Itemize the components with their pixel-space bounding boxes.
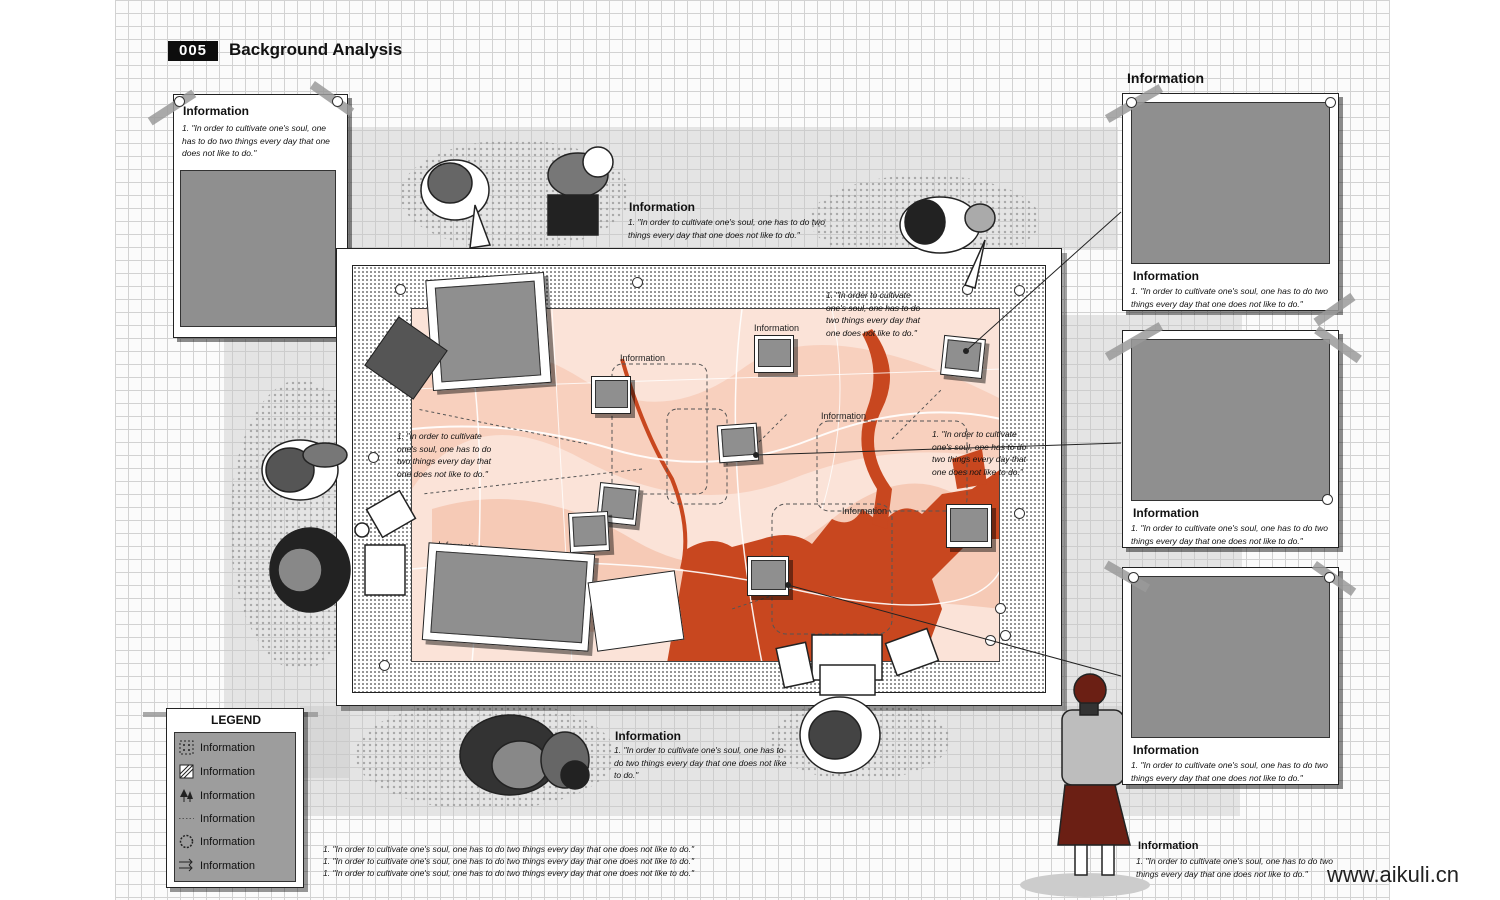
bottom-info-title: Information [615,729,681,743]
section-number: 005 [168,41,218,61]
pin [995,603,1006,614]
pin [1014,508,1025,519]
photo-placeholder [944,339,982,372]
pin [1325,97,1336,108]
legend-item: Information [179,788,255,803]
legend-label: Information [200,812,256,825]
info-card-right-2: Information 1. "In order to cultivate on… [1122,330,1339,548]
legend-item: Information [179,811,255,826]
photo-frame-wide [421,542,596,652]
legend-item: Information [179,834,255,849]
photo-placeholder [758,339,791,367]
pin [332,96,343,107]
dotted-circle-icon [179,834,194,849]
photo-placeholder [572,515,607,547]
arrows-icon [179,858,193,872]
info-card-text: 1. "In order to cultivate one's soul, on… [1131,760,1328,783]
map-note-left: 1. "In order to cultivate one's soul, on… [397,431,492,479]
bottom-right-info-text: 1. "In order to cultivate one's soul, on… [1136,856,1333,879]
photo-placeholder [1131,339,1330,501]
top-info-text: 1. "In order to cultivate one's soul, on… [628,217,825,240]
map-label: Information [842,506,888,516]
legend-item: Information [179,764,255,779]
pin [395,284,406,295]
photo-frame-small [567,510,611,554]
photo-placeholder [751,560,786,590]
info-card-title: Information [1133,743,1199,757]
watermark: www.aikuli.cn [1327,862,1460,887]
photo-frame-small [591,376,631,414]
photo-placeholder [720,426,756,458]
photo-placeholder [595,380,628,408]
pin [1126,97,1137,108]
info-card-right-1: Information 1. "In order to cultivate on… [1122,93,1339,311]
photo-placeholder [430,550,588,644]
info-card-text: 1. "In order to cultivate one's soul, on… [1131,286,1328,309]
pin [379,660,390,671]
photo-placeholder [180,170,336,327]
info-card-title: Information [1133,506,1199,520]
stipple-shadow [770,700,950,780]
hatched-square-icon [179,764,194,779]
blank-paper [587,570,685,652]
pin [985,635,996,646]
photo-frame-large [425,271,552,392]
pin [1322,494,1333,505]
photo-frame-small [940,334,986,380]
photo-frame-small [747,556,789,596]
pin [1014,285,1025,296]
pin [632,277,643,288]
stipple-shadow [400,140,630,250]
pin [174,96,185,107]
map-label: Information [754,323,800,333]
info-card-text: 1. "In order to cultivate one's soul, on… [182,123,330,158]
bottom-right-info-title: Information [1138,840,1199,852]
info-card-title: Information [183,104,249,118]
map-label: Information [821,411,867,421]
legend-label: Information [200,765,256,778]
photo-frame-small [946,504,992,548]
photo-placeholder [1131,102,1330,264]
bottom-info-text: 1. "In order to cultivate one's soul, on… [614,745,787,780]
info-card-title: Information [1133,269,1199,283]
info-card-left: Information 1. "In order to cultivate on… [173,94,348,338]
legend-label: Information [200,859,256,872]
pin [1324,572,1335,583]
dotted-square-icon [179,740,194,755]
photo-placeholder [950,508,988,542]
bottom-line: 1. "In order to cultivate one's soul, on… [323,856,695,866]
info-card-right-3: Information 1. "In order to cultivate on… [1122,567,1339,785]
bottom-line: 1. "In order to cultivate one's soul, on… [323,868,695,878]
legend: LEGEND Information Information Informati… [166,708,304,888]
top-info-title: Information [629,200,695,214]
legend-item: Information [179,858,255,873]
photo-frame-small [754,335,794,373]
right-panel-title: Information [1127,70,1204,86]
photo-frame-small [716,422,760,464]
legend-label: Information [200,741,256,754]
map-note-top-right: 1. "In order to cultivate one's soul, on… [826,290,921,338]
pin [1000,630,1011,641]
photo-placeholder [434,280,542,383]
pin [368,452,379,463]
dotted-line-icon [179,818,194,819]
tree-icon [180,789,193,802]
legend-label: Information [200,789,256,802]
photo-placeholder [1131,576,1330,738]
map-note-right: 1. "In order to cultivate one's soul, on… [932,429,1027,477]
page-title: Background Analysis [229,40,403,59]
legend-item: Information [179,740,255,755]
bottom-line: 1. "In order to cultivate one's soul, on… [323,844,695,854]
map-label: Information [620,353,666,363]
legend-label: Information [200,835,256,848]
info-card-text: 1. "In order to cultivate one's soul, on… [1131,523,1328,546]
legend-title: LEGEND [210,713,261,727]
stipple-shadow [355,700,615,810]
pin [962,284,973,295]
pin [1128,572,1139,583]
legend-box [174,732,296,882]
